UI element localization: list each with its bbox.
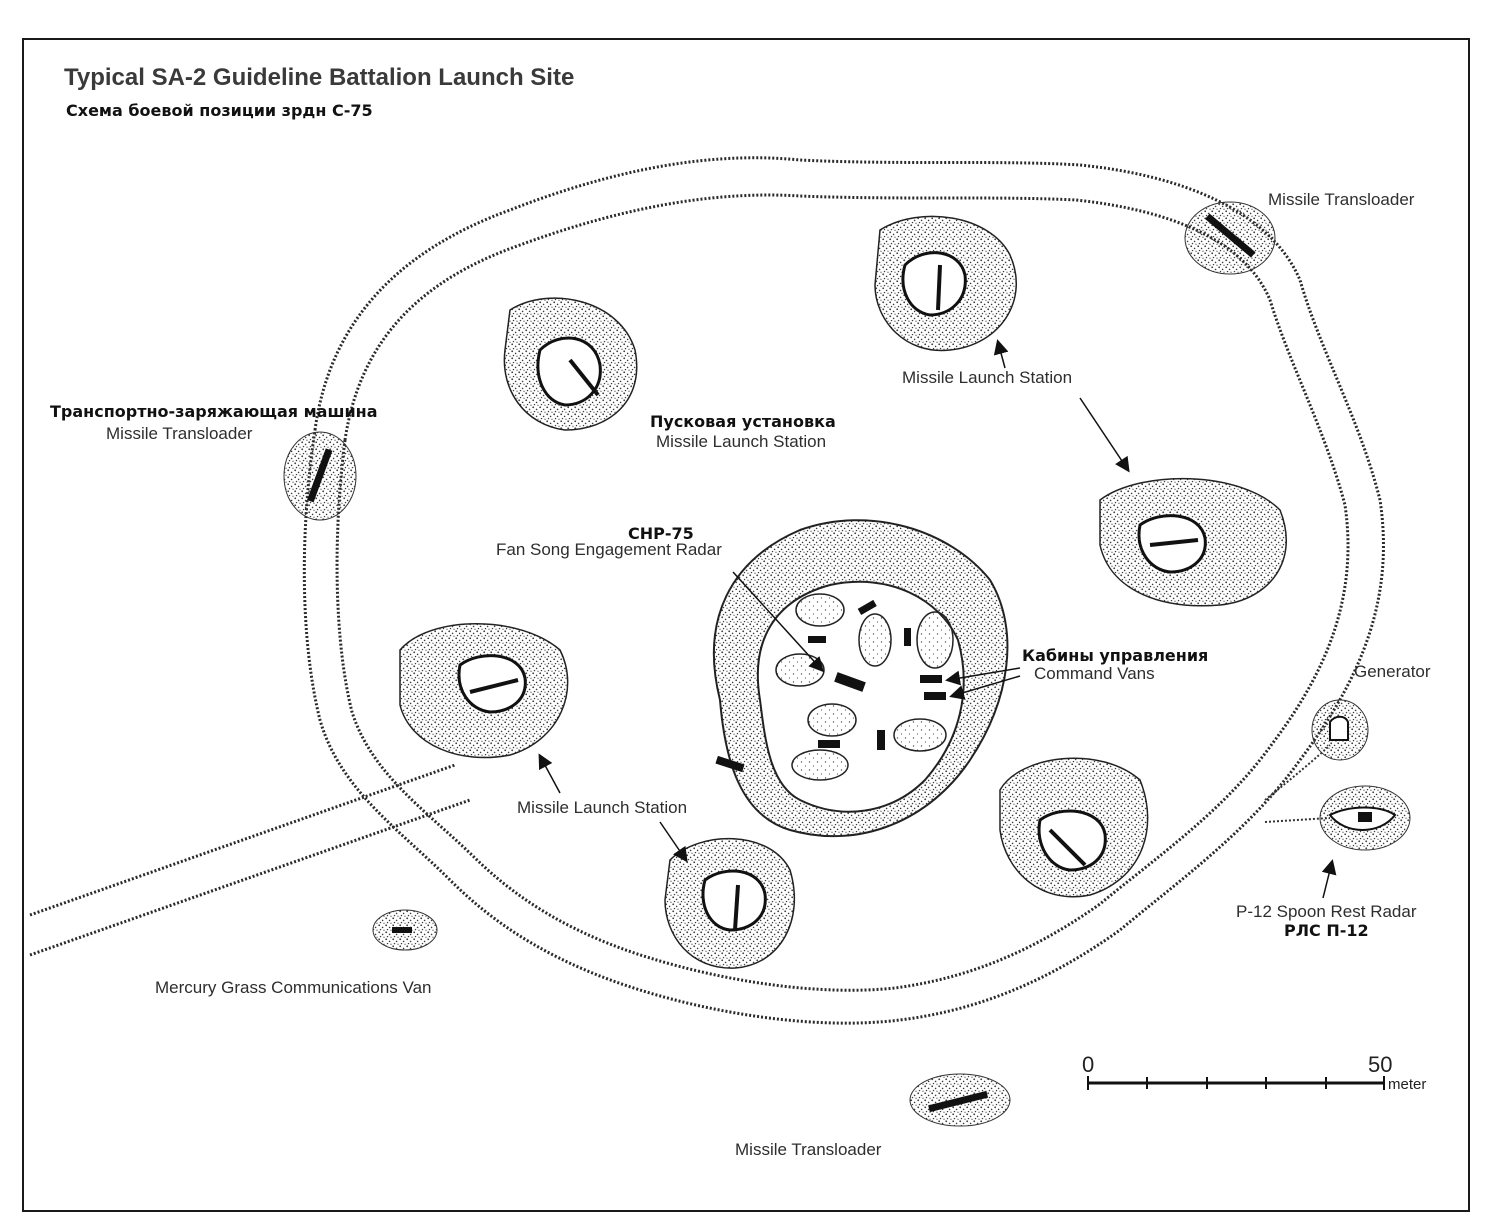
label-command-vans-ru: Кабины управления <box>1022 646 1209 665</box>
leader-arrows <box>538 339 1337 899</box>
map-frame <box>22 38 1470 1212</box>
label-transloader-bottom: Missile Transloader <box>735 1140 882 1159</box>
label-launch-station-bottom: Missile Launch Station <box>517 798 688 817</box>
label-p12-radar-ru: РЛС П-12 <box>1284 921 1369 940</box>
launch-station-top <box>874 215 1017 352</box>
access-road <box>29 763 471 957</box>
launch-station-upper-left <box>503 297 638 431</box>
p12-radar-site <box>1264 785 1411 851</box>
label-radar-ru: СНР-75 <box>628 524 694 543</box>
label-command-vans-en: Command Vans <box>1034 664 1155 683</box>
transloader-left <box>283 431 357 521</box>
label-radar-en: Fan Song Engagement Radar <box>496 540 722 559</box>
label-launch-station-top: Missile Launch Station <box>902 368 1073 387</box>
scale-unit-label: meter <box>1388 1076 1427 1093</box>
generator-site <box>1264 699 1369 801</box>
label-p12-radar-en: P-12 Spoon Rest Radar <box>1236 902 1417 921</box>
launch-station-right <box>1099 477 1287 607</box>
label-transloader-left-en: Missile Transloader <box>106 424 253 443</box>
scale-bar <box>1087 1076 1385 1090</box>
transloader-bottom <box>909 1073 1011 1127</box>
label-generator: Generator <box>1354 662 1431 681</box>
launch-station-left <box>399 623 569 759</box>
central-command-area <box>712 519 1009 838</box>
transloader-top-right <box>1184 201 1276 275</box>
scale-start-label: 0 <box>1082 1052 1095 1077</box>
launch-station-lower-right <box>999 757 1149 898</box>
scale-end-label: 50 <box>1368 1052 1393 1077</box>
diagram-title: Typical SA-2 Guideline Battalion Launch … <box>64 64 575 91</box>
label-transloader-left-ru: Транспортно-заряжающая машина <box>50 402 378 421</box>
label-launch-station-mid-en: Missile Launch Station <box>656 432 827 451</box>
launch-station-bottom <box>664 837 795 969</box>
label-launch-station-mid-ru: Пусковая установка <box>650 412 836 431</box>
mercury-grass-site <box>372 909 438 951</box>
diagram-subtitle-ru: Схема боевой позиции зрдн С-75 <box>66 101 373 120</box>
label-mercury-grass: Mercury Grass Communications Van <box>155 978 432 997</box>
label-transloader-top-right: Missile Transloader <box>1268 190 1415 209</box>
